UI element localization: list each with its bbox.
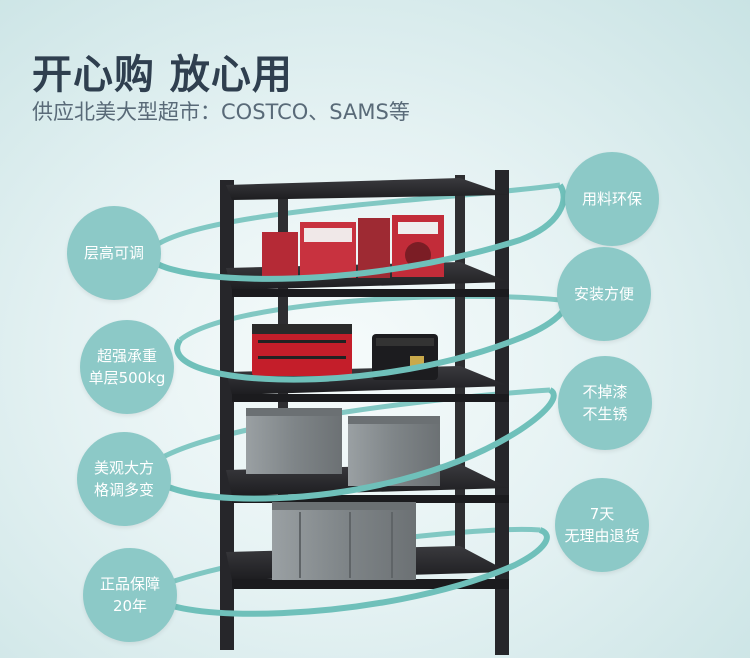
badge-return-policy: 7天 无理由退货 (555, 478, 649, 572)
badge-text: 格调多变 (93, 481, 154, 499)
packaged-goods (262, 215, 444, 278)
badge-eco-material: 用料环保 (565, 152, 659, 246)
headline: 开心购 放心用 (32, 52, 293, 98)
feature-rings-front (145, 183, 568, 617)
badge-stylish: 美观大方 格调多变 (77, 432, 171, 526)
badge-text: 20年 (112, 597, 148, 615)
badge-text: 单层500kg (88, 369, 166, 387)
badge-text: 用料环保 (581, 190, 642, 208)
subheadline: 供应北美大型超市：COSTCO、SAMS等 (32, 100, 410, 124)
badge-easy-install: 安装方便 (557, 247, 651, 341)
badge-text: 美观大方 (93, 459, 154, 477)
badge-text: 无理由退货 (564, 527, 640, 545)
badge-text: 安装方便 (573, 285, 634, 303)
badge-load-capacity: 超强承重 单层500kg (80, 320, 174, 414)
red-toolbox (252, 324, 352, 376)
badge-text: 不生锈 (582, 405, 628, 423)
badge-warranty: 正品保障 20年 (83, 548, 177, 642)
badge-text: 7天 (589, 505, 615, 523)
badge-text: 层高可调 (83, 244, 144, 262)
badge-text: 不掉漆 (582, 383, 628, 401)
badge-text: 正品保障 (99, 575, 160, 593)
badge-text: 超强承重 (96, 347, 157, 365)
badge-rustproof: 不掉漆 不生锈 (558, 356, 652, 450)
badge-adjustable-height: 层高可调 (67, 206, 161, 300)
